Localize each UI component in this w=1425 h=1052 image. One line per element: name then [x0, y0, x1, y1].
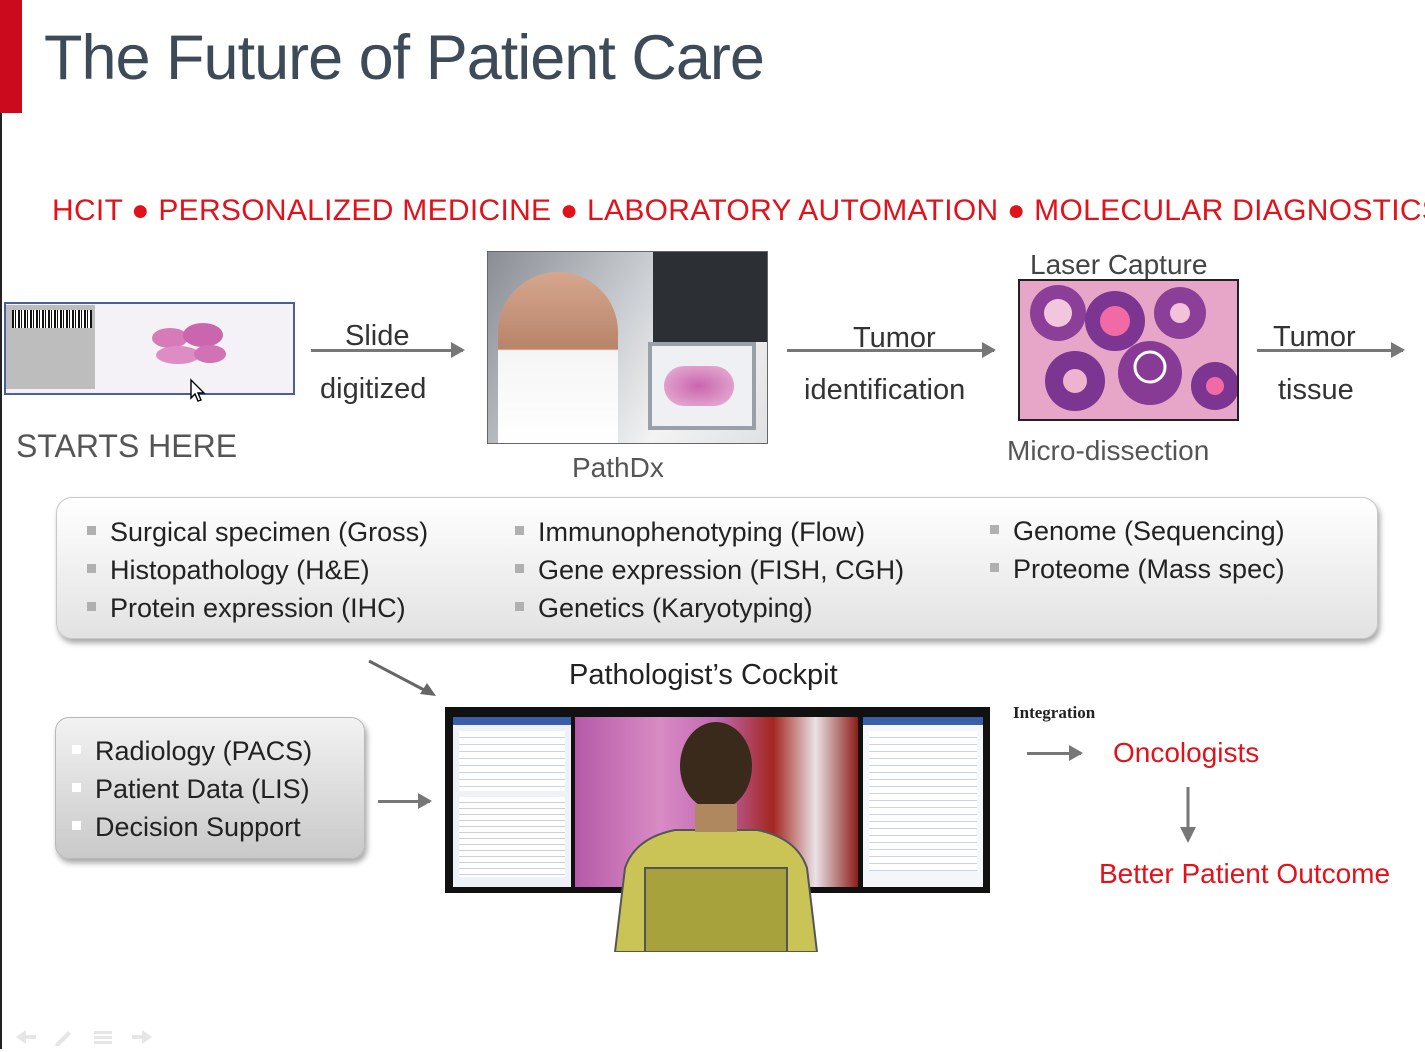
forward-icon[interactable] [132, 1030, 152, 1044]
starts-here-label: STARTS HERE [16, 428, 238, 464]
barcode-icon [12, 310, 92, 328]
tissue-section-image [152, 323, 226, 364]
monitor-left-screen [453, 717, 571, 887]
slide-left-border [0, 113, 2, 1049]
list-item: Radiology (PACS) [72, 736, 312, 767]
pathdx-label: PathDx [572, 452, 664, 483]
arrow-down-icon [1180, 787, 1196, 843]
oncologists-label: Oncologists [1113, 737, 1260, 768]
micrograph-image [1018, 279, 1239, 421]
list-item: Proteome (Mass spec) [990, 554, 1285, 585]
integration-label: Integration [1013, 703, 1096, 722]
pen-icon[interactable] [55, 1031, 71, 1046]
slide-nav [12, 1027, 162, 1047]
inputs-panel [55, 717, 365, 859]
list-item: Decision Support [72, 812, 301, 843]
tagline: HCIT ● PERSONALIZED MEDICINE ● LABORATOR… [52, 194, 1425, 227]
monitor-screen [648, 342, 756, 430]
tumor-label: Tumor [853, 322, 936, 354]
monitor-right-screen [863, 717, 983, 887]
pathologist-figure [613, 722, 819, 952]
arrow-right-icon [1027, 745, 1083, 761]
outcome-label: Better Patient Outcome [1099, 858, 1391, 889]
arrow-right-icon [311, 342, 465, 358]
tumor-label-2: Tumor [1273, 321, 1356, 353]
arrow-right-icon [787, 342, 996, 358]
cockpit-title: Pathologist’s Cockpit [569, 659, 838, 691]
arrow-right-icon [1257, 342, 1405, 358]
mouse-cursor-icon [190, 378, 206, 402]
micro-dissection-label: Micro-dissection [1007, 435, 1210, 466]
list-item: Protein expression (IHC) [87, 593, 406, 624]
scanner-device [653, 252, 767, 342]
back-icon[interactable] [16, 1030, 36, 1044]
list-item: Genome (Sequencing) [990, 516, 1285, 547]
menu-icon[interactable] [94, 1031, 112, 1044]
tests-panel [56, 497, 1378, 639]
identification-label: identification [804, 374, 966, 406]
list-item: Gene expression (FISH, CGH) [515, 555, 904, 586]
laser-capture-label: Laser Capture [1030, 249, 1208, 280]
tissue-label: tissue [1278, 374, 1354, 406]
person-figure [498, 272, 618, 443]
list-item: Immunophenotyping (Flow) [515, 517, 865, 548]
list-item: Surgical specimen (Gross) [87, 517, 428, 548]
accent-bar [0, 0, 22, 113]
pathologist-photo [487, 251, 768, 444]
digitized-label: digitized [320, 373, 427, 405]
arrow-diagonal-icon [368, 659, 436, 696]
list-item: Patient Data (LIS) [72, 774, 310, 805]
list-item: Histopathology (H&E) [87, 555, 370, 586]
arrow-right-icon [378, 793, 432, 809]
slide-title: The Future of Patient Care [44, 23, 765, 93]
list-item: Genetics (Karyotyping) [515, 593, 813, 624]
slide-label: Slide [345, 320, 410, 352]
